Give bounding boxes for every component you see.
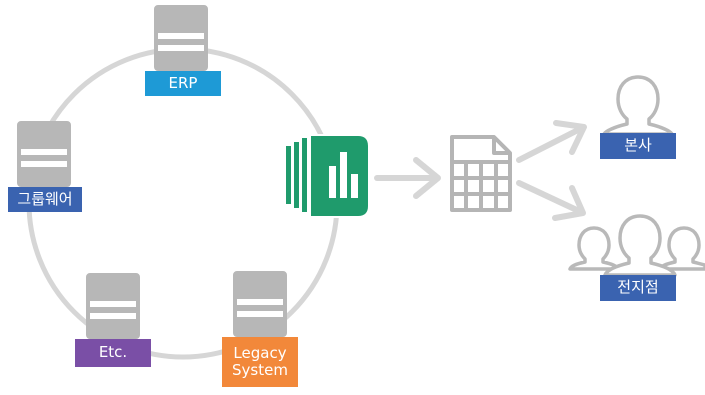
headquarters-label: 본사 bbox=[600, 133, 676, 159]
server-icon bbox=[233, 271, 287, 337]
groupware-label-text: 그룹웨어 bbox=[17, 189, 73, 208]
arrow-icon bbox=[374, 157, 441, 199]
person-icon bbox=[658, 226, 705, 271]
headquarters-label-text: 본사 bbox=[624, 136, 652, 155]
branches-label-text: 전지점 bbox=[617, 278, 659, 297]
person-icon bbox=[602, 75, 674, 136]
server-icon bbox=[86, 273, 140, 339]
legacy-system-label-text: Legacy System bbox=[232, 343, 288, 379]
arrow-icon bbox=[516, 120, 587, 163]
server-icon bbox=[154, 5, 208, 71]
branches-label: 전지점 bbox=[600, 275, 676, 301]
person-icon bbox=[568, 226, 620, 271]
erp-label-text: ERP bbox=[168, 73, 198, 92]
arrow-icon bbox=[516, 180, 586, 221]
report-logo-icon bbox=[278, 134, 372, 218]
spreadsheet-document-icon bbox=[450, 135, 512, 212]
legacy-system-label: Legacy System bbox=[222, 337, 298, 387]
groupware-label: 그룹웨어 bbox=[8, 187, 82, 212]
person-icon bbox=[603, 214, 677, 277]
server-icon bbox=[17, 121, 71, 187]
etc-label: Etc. bbox=[75, 339, 151, 367]
etc-label-text: Etc. bbox=[98, 343, 128, 362]
erp-label: ERP bbox=[145, 71, 221, 96]
